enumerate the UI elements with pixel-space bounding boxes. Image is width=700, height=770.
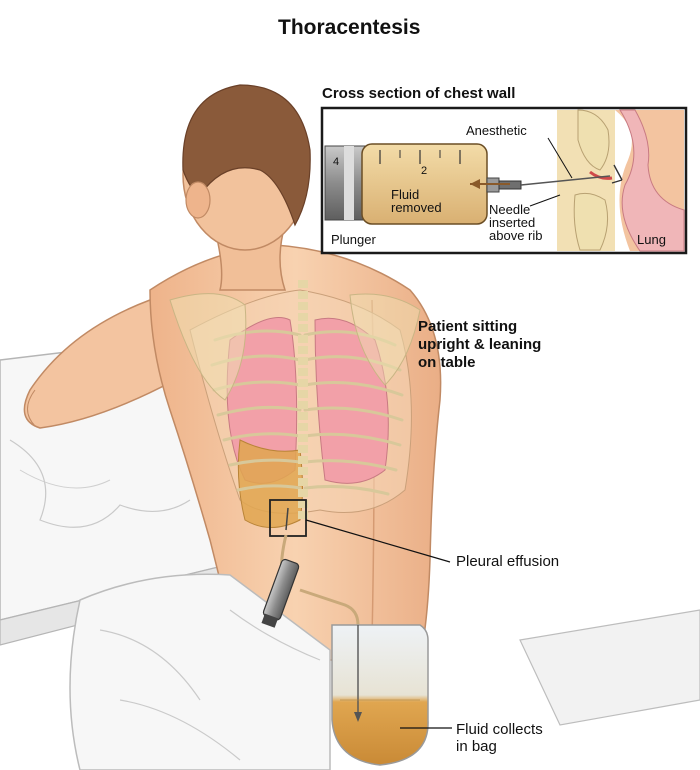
scapula bbox=[169, 293, 247, 401]
collection-bag bbox=[331, 624, 429, 766]
pleural-effusion-label: Pleural effusion bbox=[456, 553, 560, 570]
leader-lines bbox=[305, 519, 452, 729]
needle-label: Needle inserted above rib bbox=[489, 202, 543, 243]
syringe bbox=[261, 558, 300, 628]
lung-label: Lung bbox=[637, 232, 666, 247]
rib-top bbox=[577, 109, 610, 171]
anesthetic-label: Anesthetic bbox=[466, 123, 527, 138]
scale-4-label: 4 bbox=[333, 156, 340, 168]
scale-2-label: 2 bbox=[421, 165, 428, 177]
fluid-bag-label: Fluid collects in bag bbox=[456, 721, 543, 755]
inset-heading: Cross section of chest wall bbox=[322, 85, 516, 102]
pleural-space bbox=[619, 109, 685, 252]
patient-position-note: Patient sitting upright & leaning on tab… bbox=[418, 318, 542, 371]
fluid-removed-label: Fluid removed bbox=[391, 187, 442, 215]
head bbox=[182, 84, 311, 291]
left-arm bbox=[23, 299, 176, 429]
insertion-site-box bbox=[269, 499, 307, 537]
ribcage bbox=[169, 280, 421, 528]
plunger-label: Plunger bbox=[331, 232, 376, 247]
diagram-title: Thoracentesis bbox=[278, 16, 421, 39]
inset-cross-section bbox=[320, 106, 688, 255]
rib-bottom bbox=[573, 192, 609, 251]
